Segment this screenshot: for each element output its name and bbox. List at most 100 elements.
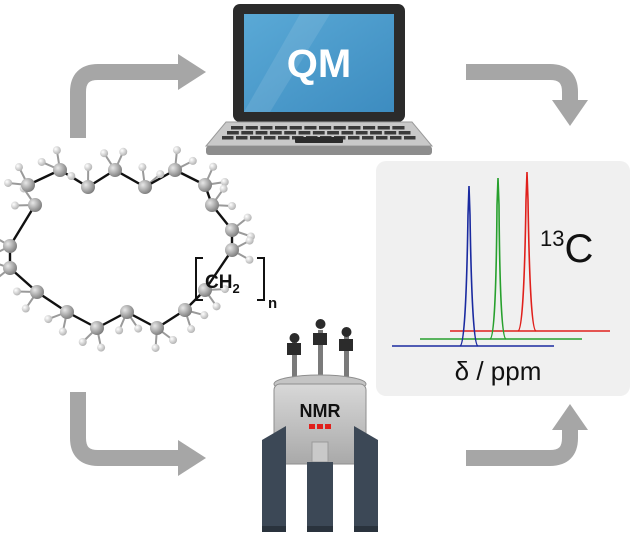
- skeletal-ring: [8, 168, 234, 330]
- carbon-atom: [138, 180, 152, 194]
- carbon-atom: [225, 223, 239, 237]
- keyboard-key: [377, 126, 390, 130]
- hydrogen-atom: [84, 163, 93, 172]
- carbon-atom: [198, 178, 212, 192]
- hydrogen-atom: [212, 302, 221, 311]
- keyboard-key: [355, 131, 368, 135]
- keyboard-key: [392, 126, 405, 130]
- keyboard-key: [312, 131, 325, 135]
- carbon-atom: [198, 283, 212, 297]
- hydrogen-atom: [245, 236, 254, 245]
- keyboard-key: [298, 131, 311, 135]
- keyboard-key: [376, 136, 388, 140]
- peak-green: [489, 177, 507, 340]
- probe-rods: [287, 319, 353, 380]
- keyboard-key: [370, 131, 382, 135]
- carbon-atom: [120, 305, 134, 319]
- peak-red: [517, 171, 537, 332]
- hydrogen-atom: [44, 315, 53, 324]
- hydrogen-atom: [156, 170, 165, 179]
- hydrogen-atom: [11, 201, 20, 210]
- keyboard-key: [398, 131, 411, 135]
- hydrogen-atom: [100, 149, 109, 158]
- hydrogen-atom: [21, 304, 30, 313]
- carbon-atom: [30, 285, 44, 299]
- carbon-atom: [3, 261, 17, 275]
- hydrogen-atom: [78, 338, 87, 347]
- keyboard-key: [333, 126, 346, 130]
- keyboard-key: [363, 126, 376, 130]
- spectrum-panel: 13C δ / ppm: [376, 161, 630, 396]
- hydrogen-atom: [134, 324, 143, 333]
- carbon-atom: [168, 163, 182, 177]
- hydrogen-atom: [245, 255, 254, 264]
- arrow-nmr-to-spectrum: [466, 404, 588, 466]
- keyboard-key: [255, 131, 268, 135]
- carbon-atom: [205, 198, 219, 212]
- keyboard-key: [319, 126, 332, 130]
- carbon-atom: [225, 243, 239, 257]
- keyboard-key: [304, 126, 317, 130]
- hydrogen-atom: [52, 146, 61, 155]
- chemical-shift-axis-label: δ / ppm: [455, 356, 542, 386]
- keyboard-key: [327, 131, 339, 135]
- hydrogen-atom: [13, 287, 22, 296]
- hydrogen-atom: [209, 162, 218, 171]
- keyboard-key: [231, 126, 244, 130]
- nmr-spectrometer: NMR: [262, 319, 378, 532]
- cycloalkane-molecule: CH2 n: [0, 146, 277, 352]
- keyboard-key: [284, 131, 297, 135]
- keyboard-key: [250, 136, 262, 140]
- keyboard-key: [227, 131, 239, 135]
- hydrogen-atom: [219, 184, 228, 193]
- keyboard-key: [341, 131, 354, 135]
- hydrogen-atom: [115, 326, 124, 335]
- hydrogen-atom: [187, 325, 196, 334]
- keyboard-key: [390, 136, 402, 140]
- hydrogen-atom: [138, 163, 147, 172]
- ch2-subscript: 2: [232, 281, 239, 296]
- hydrogen-atom: [58, 327, 67, 336]
- bracket-left: [195, 257, 203, 301]
- carbon-atom: [150, 321, 164, 335]
- hydrogen-atom: [4, 178, 13, 187]
- keyboard-key: [348, 136, 360, 140]
- hydrogen-atom: [67, 172, 76, 181]
- hydrogen-atom: [172, 146, 181, 155]
- carbon-atom: [81, 180, 95, 194]
- bracket-right: [257, 257, 265, 301]
- carbon-atom: [3, 239, 17, 253]
- keyboard-key: [348, 126, 361, 130]
- hydrogen-atom: [200, 311, 209, 320]
- arrow-molecule-to-qm: [70, 54, 206, 138]
- keyboard-key: [362, 136, 374, 140]
- keyboard-key: [384, 131, 397, 135]
- peak-blue: [459, 185, 479, 347]
- keyboard-key: [289, 126, 302, 130]
- carbon-atom: [90, 321, 104, 335]
- carbon-atom: [108, 163, 122, 177]
- hydrogen-atom: [220, 285, 229, 294]
- hydrogen-atom: [169, 335, 178, 344]
- carbon-atom: [60, 305, 74, 319]
- hydrogen-atom: [97, 343, 106, 352]
- keyboard-key: [269, 131, 282, 135]
- keyboard-key: [260, 126, 273, 130]
- keyboard-key: [264, 136, 276, 140]
- keyboard-key: [245, 126, 258, 130]
- nucleus-mass: 13: [540, 226, 564, 251]
- carbon-atom: [53, 163, 67, 177]
- keyboard-key: [236, 136, 248, 140]
- hydrogen-atom: [151, 343, 160, 352]
- hydrogen-atom: [220, 177, 229, 186]
- hydrogen-atom: [243, 213, 252, 222]
- laptop-screen-label: QM: [287, 42, 351, 86]
- keyboard-key: [222, 136, 234, 140]
- ch2-group-label: CH2: [205, 272, 240, 296]
- nmr-label: NMR: [300, 401, 341, 421]
- hydrogen-atom: [119, 147, 128, 156]
- nucleus-symbol: C: [564, 227, 593, 271]
- keyboard-key: [241, 131, 254, 135]
- legs: [262, 426, 378, 532]
- carbon-atom: [21, 178, 35, 192]
